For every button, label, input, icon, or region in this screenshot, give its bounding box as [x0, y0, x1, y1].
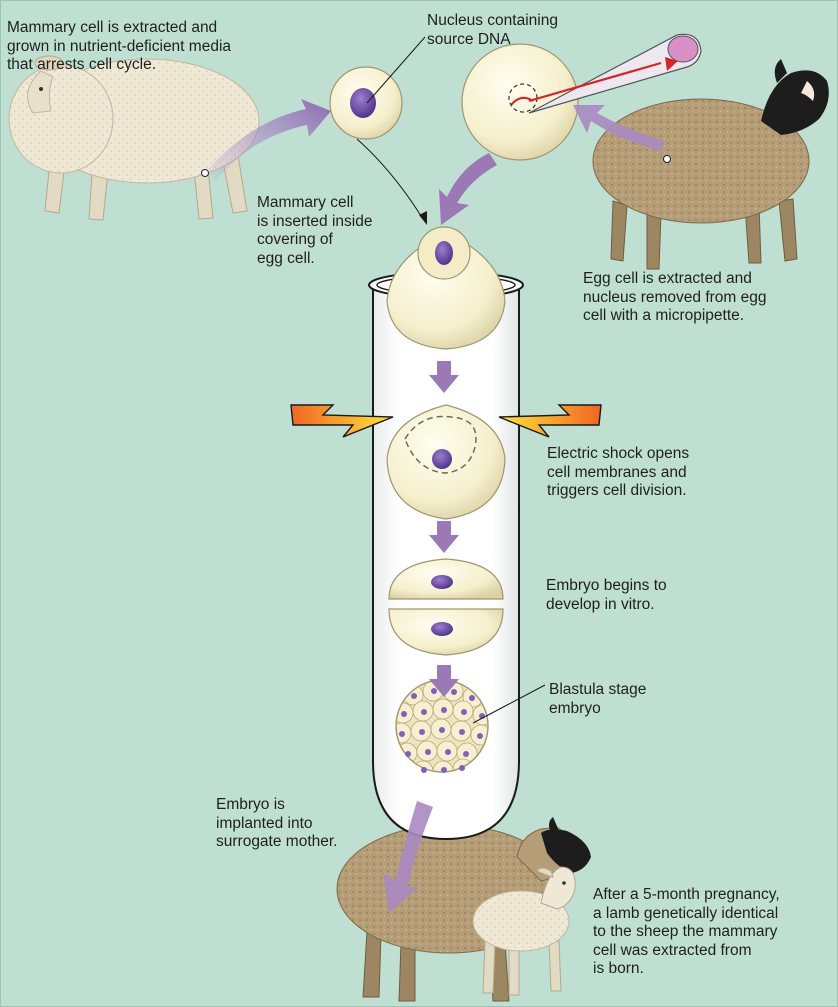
egg-with-mammary-cell [387, 227, 505, 349]
label-after-pregnancy: After a 5-month pregnancy, a lamb geneti… [593, 886, 780, 979]
label-blastula: Blastula stage embryo [549, 681, 646, 718]
label-electric-shock: Electric shock opens cell membranes and … [547, 445, 689, 501]
label-egg-extracted: Egg cell is extracted and nucleus remove… [583, 270, 767, 326]
mammary-cell [330, 67, 402, 139]
label-embryo-implanted: Embryo is implanted into surrogate mothe… [216, 796, 337, 852]
label-embryo-begins: Embryo begins to develop in vitro. [546, 577, 667, 614]
label-nucleus-source: Nucleus containing source DNA [427, 12, 558, 49]
white-sheep-icon [9, 56, 259, 220]
label-mammary-inserted: Mammary cell is inserted inside covering… [257, 194, 372, 268]
label-mammary-extracted: Mammary cell is extracted and grown in n… [7, 19, 333, 75]
blackface-ewe-icon [593, 59, 829, 269]
